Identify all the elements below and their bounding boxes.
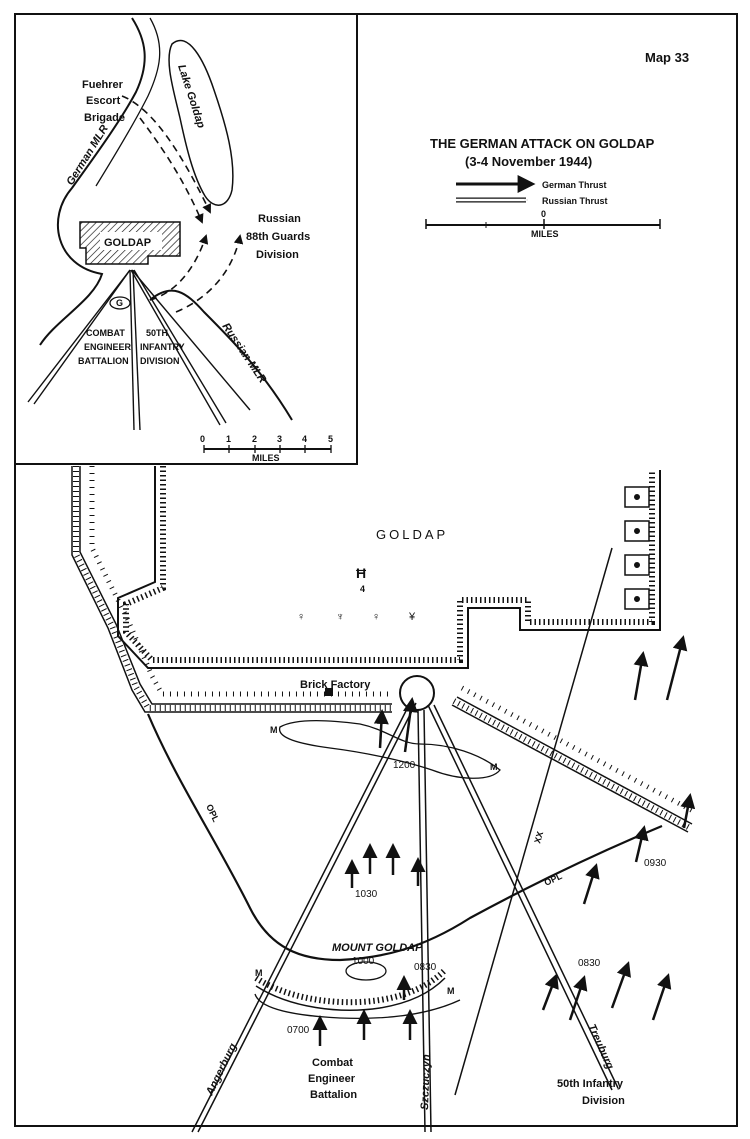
inset-infantry-line-3: DIVISION <box>140 356 180 366</box>
division-boundary <box>454 547 613 1096</box>
engineer-line-2: Engineer <box>308 1073 356 1085</box>
goldap-town-label: GOLDAP <box>376 527 448 542</box>
hq-symbol: Ħ <box>356 565 367 581</box>
inset-scale-3: 3 <box>277 434 282 444</box>
engineer-line-3: Battalion <box>310 1089 357 1101</box>
mine-marker-4: M <box>447 986 455 996</box>
inset-scale-2: 2 <box>252 434 257 444</box>
inset-scale-5: 5 <box>328 434 333 444</box>
legend: German Thrust Russian Thrust 0 MILES <box>425 175 661 239</box>
time-0830-east: 0830 <box>578 958 601 969</box>
brick-factory-building <box>325 688 333 696</box>
inset-infantry-line-2: INFANTRY <box>140 342 185 352</box>
map-title: THE GERMAN ATTACK ON GOLDAP <box>430 136 655 151</box>
inset-german-thrust-3 <box>149 234 209 301</box>
brick-factory-label: Brick Factory <box>300 679 371 691</box>
brick-factory-hill <box>399 675 435 711</box>
inset-frame <box>14 13 358 465</box>
inset-attack-lines <box>27 269 251 431</box>
inset-engineer-line-3: BATTALION <box>78 356 129 366</box>
position-marker-2: ♆ <box>336 611 344 623</box>
goldap-town-outline <box>117 466 661 669</box>
position-marker-4: ¥ <box>408 611 416 623</box>
inset-engineer-position <box>109 296 131 310</box>
inset-map: Lake Goldap German MLR GOLDAP Fuehrer Es… <box>27 17 333 463</box>
lake-goldap <box>168 39 234 206</box>
opl-label-west: OPL <box>204 803 221 824</box>
mine-marker-3: M <box>255 968 263 978</box>
inset-engineer-line-2: ENGINEER <box>84 342 132 352</box>
time-0700: 0700 <box>287 1025 310 1036</box>
time-1200: 1200 <box>393 760 416 771</box>
russian-division-line-3: Division <box>256 249 299 261</box>
time-0830-west: 0830 <box>414 962 437 973</box>
map-subtitle: (3-4 November 1944) <box>465 154 592 169</box>
minefield-south <box>254 993 461 1019</box>
inset-german-thrust-1 <box>121 95 211 214</box>
inset-scale-bar <box>203 445 332 453</box>
inset-scale-1: 1 <box>226 434 231 444</box>
unit-number: 4 <box>360 584 365 594</box>
inset-engineer-line-1: COMBAT <box>86 328 125 338</box>
infantry-line-2: Division <box>582 1095 625 1107</box>
main-attack-lines <box>191 702 619 1133</box>
opl-line <box>146 713 663 962</box>
fuehrer-line-3: Brigade <box>84 112 125 124</box>
map-number: Map 33 <box>645 50 689 65</box>
inset-goldap-label: GOLDAP <box>104 237 151 249</box>
legend-german-thrust: German Thrust <box>542 180 607 190</box>
main-map: GOLDAP Ħ 4 ♀ ♆ ♀ ¥ <box>71 466 697 1133</box>
time-1000: 1000 <box>352 956 375 967</box>
road-treuburg: Treuburg <box>585 1022 616 1071</box>
russian-division-line-1: Russian <box>258 213 301 225</box>
inset-infantry-line-1: 50TH <box>146 328 168 338</box>
inset-german-thrust-2 <box>139 117 204 224</box>
inset-german-mlr-label: German MLR <box>64 123 110 187</box>
road-angerburg: Angerburg <box>203 1041 239 1098</box>
fuehrer-line-2: Escort <box>86 95 121 107</box>
road-szczuczyn: Szczuczyn <box>419 1054 433 1110</box>
russian-division-line-2: 88th Guards <box>246 231 310 243</box>
inset-german-thrust-4 <box>175 234 244 313</box>
inset-german-mlr <box>39 17 146 346</box>
engineer-line-1: Combat <box>312 1057 353 1069</box>
position-marker-1: ♀ <box>297 611 305 623</box>
fuehrer-line-1: Fuehrer <box>82 79 124 91</box>
goldap-town-hatch <box>123 466 655 663</box>
legend-scale-bar <box>425 219 661 229</box>
russian-mlr-wire <box>71 466 697 833</box>
inset-scale-unit: MILES <box>252 453 280 463</box>
mine-marker-2: M <box>490 762 498 772</box>
map-frame <box>14 13 738 1127</box>
position-marker-3: ♀ <box>372 611 380 623</box>
inset-scale-0: 0 <box>200 434 205 444</box>
mount-goldap-summit <box>345 961 387 981</box>
minefield-north <box>279 719 501 779</box>
boundary-label: XX <box>532 830 545 844</box>
german-thrust-arrows <box>312 635 696 1046</box>
inset-scale-4: 4 <box>302 434 307 444</box>
time-0930: 0930 <box>644 858 667 869</box>
legend-scale-zero: 0 <box>541 209 546 219</box>
legend-scale-unit: MILES <box>531 229 559 239</box>
fortified-positions <box>624 486 650 610</box>
inset-german-mlr-2 <box>95 17 161 187</box>
inset-russian-mlr <box>149 289 293 421</box>
legend-russian-thrust: Russian Thrust <box>542 196 608 206</box>
mine-marker-1: M <box>270 725 278 735</box>
inset-russian-mlr-label: Russian MLR <box>220 321 269 386</box>
inset-position-mark: G <box>116 298 123 308</box>
mount-goldap-wire <box>255 977 446 1011</box>
opl-label-east: OPL <box>543 871 564 888</box>
infantry-line-1: 50th Infantry <box>557 1078 624 1090</box>
mount-goldap-label: MOUNT GOLDAP <box>332 942 423 954</box>
time-1030: 1030 <box>355 889 378 900</box>
